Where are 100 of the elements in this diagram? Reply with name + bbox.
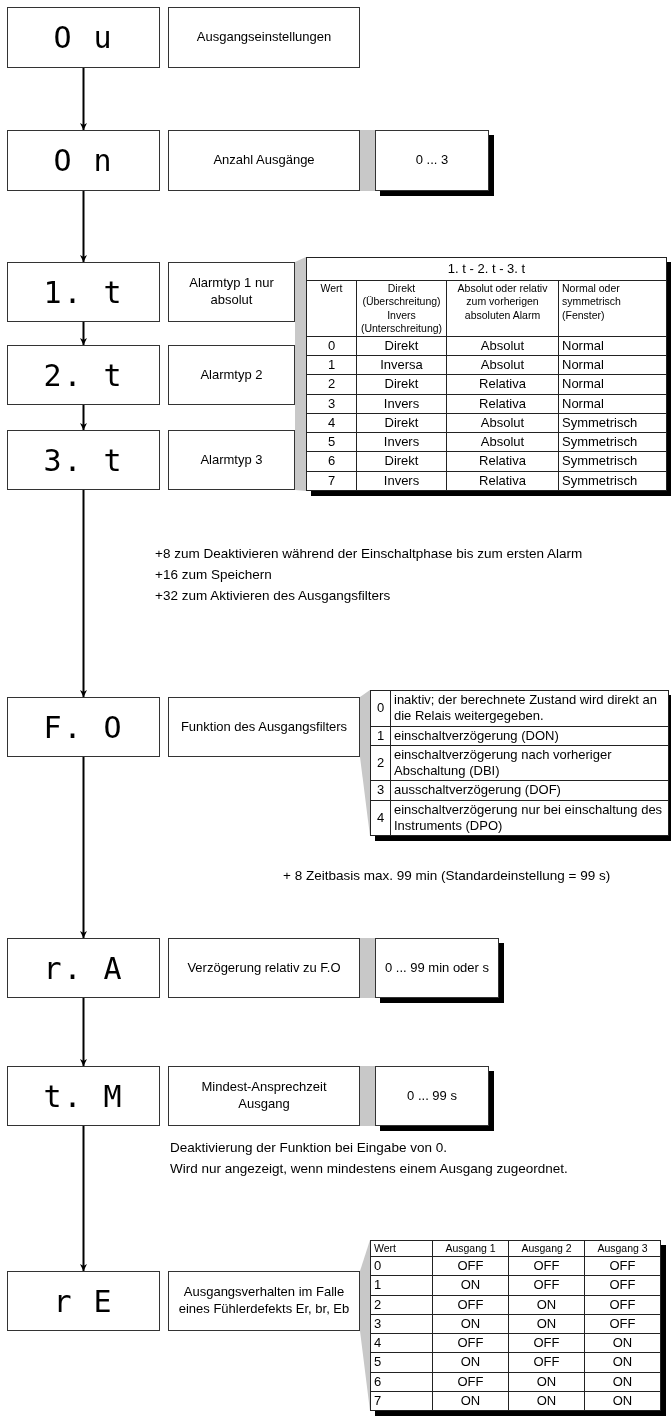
- table-cell: Normal: [558, 374, 667, 394]
- table-title: 1. t - 2. t - 3. t: [306, 257, 667, 281]
- table-cell: ON: [508, 1372, 585, 1392]
- table-cell: Symmetrisch: [558, 451, 667, 471]
- table-cell: Direkt: [356, 336, 447, 356]
- table-cell: ausschaltverzögerung (DOF): [390, 780, 669, 800]
- table-cell: ON: [508, 1295, 585, 1315]
- table-cell: 6: [306, 451, 357, 471]
- table-cell: ON: [584, 1372, 661, 1392]
- description-box: Ausgangseinstellungen: [168, 7, 360, 68]
- note-text: +8 zum Deaktivieren während der Einschaltphase bis zum ersten Alarm: [155, 546, 583, 561]
- table-cell: 2: [370, 745, 391, 781]
- table-cell: Normal: [558, 355, 667, 375]
- table-cell: Direkt: [356, 451, 447, 471]
- column-header: Ausgang 2: [508, 1240, 585, 1257]
- note-text: Wird nur angezeigt, wenn mindestens einem Ausgang zugeordnet.: [170, 1161, 568, 1176]
- table-cell: ON: [584, 1391, 661, 1411]
- column-header: Wert: [370, 1240, 433, 1257]
- table-cell: Direkt: [356, 374, 447, 394]
- arrow: [80, 190, 87, 263]
- table-cell: OFF: [508, 1275, 585, 1296]
- table-cell: ON: [508, 1391, 585, 1411]
- table-cell: OFF: [584, 1314, 661, 1334]
- table-cell: Relativa: [446, 374, 559, 394]
- table-cell: 1: [370, 726, 391, 746]
- table-cell: 2: [306, 374, 357, 394]
- description-box: Alarmtyp 2: [168, 345, 295, 405]
- column-header: Ausgang 1: [432, 1240, 509, 1257]
- table-cell: OFF: [584, 1256, 661, 1276]
- parameter-display: 1. t: [7, 262, 160, 322]
- table-cell: OFF: [584, 1295, 661, 1315]
- table-cell: 4: [306, 413, 357, 433]
- table-cell: 7: [370, 1391, 433, 1411]
- table-cell: ON: [584, 1352, 661, 1373]
- table-cell: 0: [370, 1256, 433, 1276]
- column-header: Direkt (Überschreitung) Invers (Unterschreitung): [356, 280, 447, 337]
- description-box: Alarmtyp 1 nur absolut: [168, 262, 295, 322]
- table-cell: OFF: [432, 1333, 509, 1353]
- table-cell: 4: [370, 800, 391, 836]
- table-cell: 1: [306, 355, 357, 375]
- table-cell: inaktiv; der berechnete Zustand wird direkt an die Relais weitergegeben.: [390, 690, 669, 726]
- table-cell: Invers: [356, 432, 447, 452]
- parameter-display: t. M: [7, 1066, 160, 1126]
- parameter-display: O n: [7, 130, 160, 191]
- description-box: Alarmtyp 3: [168, 430, 295, 490]
- arrow: [80, 489, 87, 698]
- table-cell: OFF: [432, 1295, 509, 1315]
- description-box: Verzögerung relativ zu F.O: [168, 938, 360, 998]
- table-cell: ON: [584, 1333, 661, 1353]
- table-cell: Relativa: [446, 451, 559, 471]
- table-cell: Absolut: [446, 355, 559, 375]
- parameter-display: 3. t: [7, 430, 160, 490]
- description-box: Anzahl Ausgänge: [168, 130, 360, 191]
- table-cell: 1: [370, 1275, 433, 1296]
- table-cell: Direkt: [356, 413, 447, 433]
- description-box: Ausgangsverhalten im Falle eines Fühlerdefekts Er, br, Eb: [168, 1271, 360, 1331]
- table-cell: einschaltverzögerung (DON): [390, 726, 669, 746]
- table-cell: ON: [432, 1352, 509, 1373]
- table-cell: Invers: [356, 471, 447, 491]
- table-cell: Symmetrisch: [558, 471, 667, 491]
- table-cell: 0: [370, 690, 391, 726]
- table-cell: OFF: [584, 1275, 661, 1296]
- table-cell: 3: [306, 394, 357, 414]
- table-cell: Invers: [356, 394, 447, 414]
- table-cell: ON: [508, 1314, 585, 1334]
- table-cell: 5: [306, 432, 357, 452]
- table-cell: OFF: [508, 1352, 585, 1373]
- table-cell: Symmetrisch: [558, 413, 667, 433]
- table-cell: OFF: [508, 1256, 585, 1276]
- table-cell: ON: [432, 1314, 509, 1334]
- note-text: +32 zum Aktivieren des Ausgangsfilters: [155, 588, 391, 603]
- table-cell: OFF: [432, 1256, 509, 1276]
- arrow: [80, 321, 87, 346]
- parameter-display: 2. t: [7, 345, 160, 405]
- table-cell: einschaltverzögerung nur bei einschaltung des Instruments (DPO): [390, 800, 669, 836]
- table-cell: ON: [432, 1275, 509, 1296]
- column-header: Ausgang 3: [584, 1240, 661, 1257]
- description-box: Funktion des Ausgangsfilters: [168, 697, 360, 757]
- arrow: [80, 67, 87, 131]
- table-cell: OFF: [432, 1372, 509, 1392]
- table-cell: 4: [370, 1333, 433, 1353]
- table-cell: Normal: [558, 336, 667, 356]
- table-cell: Absolut: [446, 413, 559, 433]
- arrow: [80, 756, 87, 939]
- table-cell: 6: [370, 1372, 433, 1392]
- parameter-display: O u: [7, 7, 160, 68]
- table-cell: Absolut: [446, 336, 559, 356]
- parameter-display: r. A: [7, 938, 160, 998]
- parameter-display: F. O: [7, 697, 160, 757]
- description-box: Mindest-Ansprechzeit Ausgang: [168, 1066, 360, 1126]
- column-header: Normal oder symmetrisch (Fenster): [558, 280, 667, 337]
- note-text: + 8 Zeitbasis max. 99 min (Standardeinstellung = 99 s): [283, 868, 611, 883]
- column-header: Wert: [306, 280, 357, 337]
- table-cell: Inversa: [356, 355, 447, 375]
- table-cell: Symmetrisch: [558, 432, 667, 452]
- note-text: Deaktivierung der Funktion bei Eingabe von 0.: [170, 1140, 447, 1155]
- arrow: [80, 404, 87, 431]
- table-cell: einschaltverzögerung nach vorheriger Abschaltung (DBI): [390, 745, 669, 781]
- table-cell: Relativa: [446, 471, 559, 491]
- table-cell: 5: [370, 1352, 433, 1373]
